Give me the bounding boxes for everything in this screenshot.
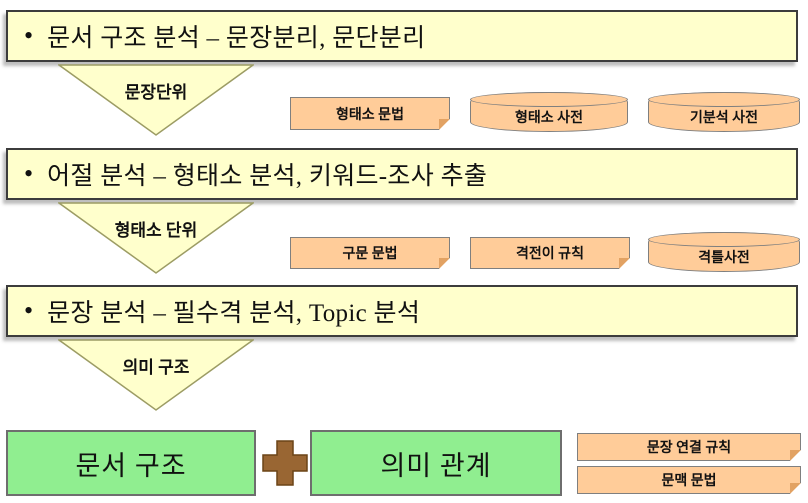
cylinder-morpheme-dictionary: 형태소 사전 bbox=[470, 92, 628, 132]
down-triangle-icon bbox=[58, 64, 254, 136]
cylinder-top-ellipse bbox=[470, 92, 628, 107]
cylinder-top-ellipse bbox=[648, 92, 800, 107]
output-box-semantic-relations: 의미 관계 bbox=[310, 430, 562, 496]
note-morpheme-grammar: 형태소 문법 bbox=[290, 97, 450, 130]
resource-label: 격전이 규칙 bbox=[516, 247, 584, 262]
output-box-document-structure: 문서 구조 bbox=[6, 430, 256, 496]
output-label: 의미 관계 bbox=[380, 450, 492, 481]
resource-label: 문맥 문법 bbox=[661, 474, 717, 489]
bullet: • bbox=[24, 296, 34, 325]
stage-bar-sentence-analysis: • 문장 분석 – 필수격 분석, Topic 분석 bbox=[6, 285, 798, 337]
resource-label: 구문 문법 bbox=[342, 247, 398, 262]
resource-label: 문장 연결 규칙 bbox=[646, 441, 732, 456]
arrow-sentence-unit: 문장단위 bbox=[58, 64, 254, 136]
arrow-3-label: 의미 구조 bbox=[122, 358, 190, 377]
stage-bar-document-structure-analysis: • 문서 구조 분석 – 문장분리, 문단분리 bbox=[6, 10, 798, 62]
note-sentence-connection-rules: 문장 연결 규칙 bbox=[577, 433, 801, 461]
arrow-morpheme-unit: 형태소 단위 bbox=[58, 202, 254, 274]
stage-bar-1-label: 문서 구조 분석 – 문장분리, 문단분리 bbox=[47, 25, 426, 52]
plus-shape bbox=[262, 440, 308, 486]
cylinder-preanalyzed-dictionary: 기분석 사전 bbox=[648, 92, 800, 132]
output-label: 문서 구조 bbox=[75, 450, 187, 481]
arrow-semantic-structure: 의미 구조 bbox=[58, 339, 254, 411]
arrow-2-label: 형태소 단위 bbox=[114, 221, 198, 240]
down-triangle-icon bbox=[58, 339, 254, 411]
plus-icon bbox=[262, 440, 308, 486]
bullet: • bbox=[24, 21, 34, 50]
stage-bar-eojeol-analysis: • 어절 분석 – 형태소 분석, 키워드-조사 추출 bbox=[6, 148, 798, 200]
cylinder-top-ellipse bbox=[648, 232, 800, 247]
resource-label: 형태소 사전 bbox=[515, 110, 583, 126]
note-case-transfer-rules: 격전이 규칙 bbox=[470, 237, 630, 269]
note-syntax-grammar: 구문 문법 bbox=[290, 237, 450, 269]
resource-label: 격틀사전 bbox=[698, 250, 750, 266]
resource-label: 기분석 사전 bbox=[690, 110, 758, 126]
stage-bar-3-label: 문장 분석 – 필수격 분석, Topic 분석 bbox=[47, 300, 421, 327]
arrow-1-label: 문장단위 bbox=[124, 83, 188, 102]
bullet: • bbox=[24, 159, 34, 188]
cylinder-case-frame-dictionary: 격틀사전 bbox=[648, 232, 800, 272]
resource-label: 형태소 문법 bbox=[336, 107, 404, 123]
note-context-grammar: 문맥 문법 bbox=[577, 466, 801, 494]
stage-bar-2-label: 어절 분석 – 형태소 분석, 키워드-조사 추출 bbox=[47, 163, 488, 190]
down-triangle-icon bbox=[58, 202, 254, 274]
